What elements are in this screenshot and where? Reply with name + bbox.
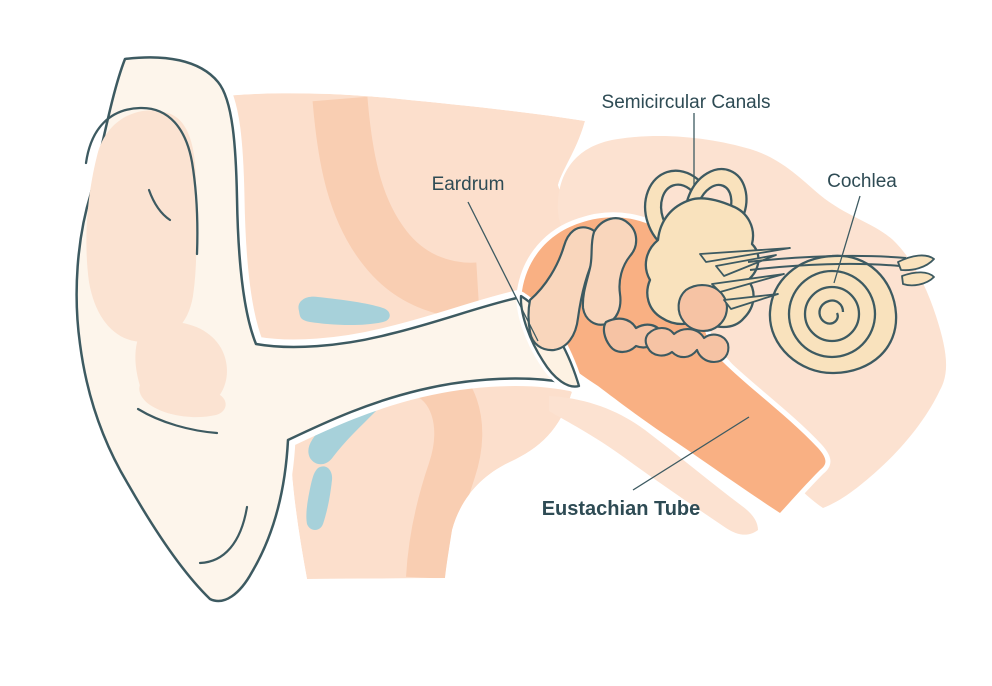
cartilage-blob-lower [306,466,333,530]
tissue-band-upper-dark-strip [312,96,480,318]
nerve-spike [699,247,791,263]
label-cochlea: Cochlea [827,171,897,192]
incus-shape [581,217,638,326]
antihelix-line [147,188,172,222]
nerve-spike [711,273,785,293]
stapes-shape [677,284,728,332]
tissue-ribbon-below-tube [549,396,758,535]
cochlea-ring-middle [803,285,861,343]
ear-shade-lobe [139,380,226,418]
helix-fold-line [84,106,199,256]
leader-line-eardrum [467,201,539,342]
label-eustachian-tube: Eustachian Tube [542,498,701,520]
nerve-horn-lower [901,271,935,287]
ear-shade-upper [86,110,197,343]
cochlea-shape [768,254,898,375]
cartilage-blob-upper [298,296,390,326]
leader-line-eustachian-tube [632,416,750,491]
cochlea-ring-outer [787,269,877,359]
inner-ear [644,167,935,375]
ossicles [527,217,664,354]
outer-ear-and-canal [69,49,585,609]
tissue-band-upper-fill [213,93,612,350]
nerve-spike [723,293,779,310]
nerve-horn-upper [897,254,935,272]
label-eardrum: Eardrum [432,174,505,195]
cochlea-spiral-center [818,299,845,325]
lobe-crease-line [198,505,249,565]
leader-line-cochlea [833,195,861,284]
stapes-chain-shape [644,326,730,364]
vestibule-shape [644,197,760,329]
label-semicircular-canals: Semicircular Canals [602,92,771,113]
auditory-nerve-line-bottom [749,262,901,271]
concha-line [136,407,219,435]
tissue-band-upper [213,93,612,350]
tissue-band-lower-dark-strip [406,371,483,579]
outer-ear-shape [75,56,579,603]
auditory-nerve-line-top [747,254,907,263]
